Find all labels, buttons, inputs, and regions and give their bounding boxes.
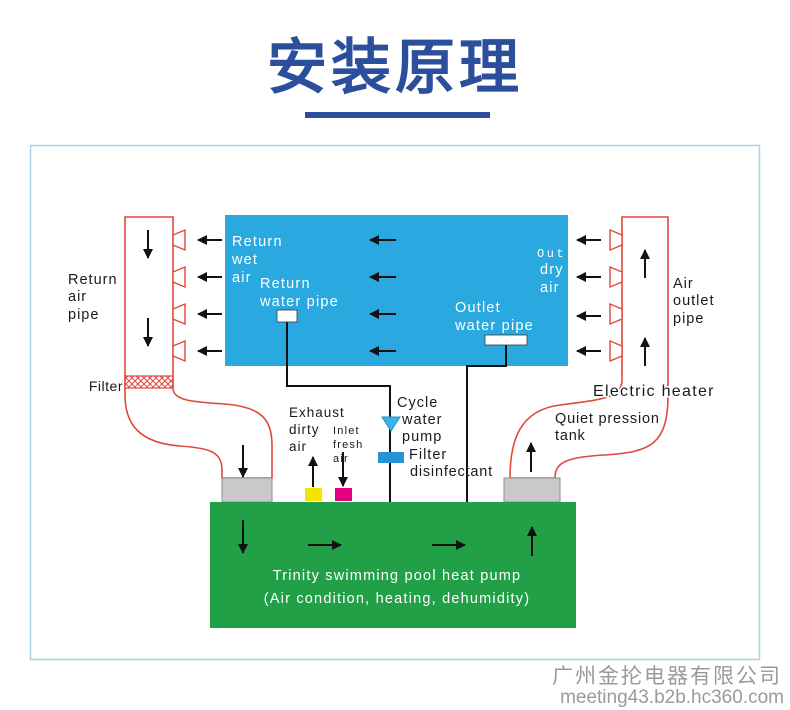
electric-heater-label: Electric heater xyxy=(593,383,715,400)
return-water-pipe-label: Return xyxy=(260,276,311,292)
air-outlet-pipe-label: Air xyxy=(673,276,694,292)
heat-pump-name: Trinity swimming pool heat pump xyxy=(273,568,522,584)
title-underline xyxy=(305,112,490,118)
outlet-vent xyxy=(609,228,623,252)
outlet-water-pipe-port xyxy=(484,334,528,346)
outlet-vent xyxy=(609,302,623,326)
inlet-air-port xyxy=(335,488,352,501)
exhaust-dirty-air-label: dirty xyxy=(289,422,320,437)
outlet-water-pipe-line xyxy=(466,345,507,502)
heat-pump-functions: (Air condition, heating, dehumidity) xyxy=(264,591,530,607)
cycle-water-pump xyxy=(381,416,401,432)
diagram-frame xyxy=(29,144,761,661)
cycle-water-pump-label: Cycle xyxy=(397,395,438,411)
inlet-fresh-air-label: air xyxy=(333,453,349,465)
flow-arrows xyxy=(143,230,650,556)
return-vent xyxy=(172,302,186,326)
filter-disinfectant-unit xyxy=(378,452,404,463)
return-water-pipe-label: water pipe xyxy=(259,294,339,310)
exhaust-dirty-air-label: Exhaust xyxy=(289,405,345,420)
return-air-pipe-label: air xyxy=(68,289,87,305)
air-outlet-pipe-label: outlet xyxy=(673,293,714,309)
exhaust-air-port xyxy=(305,488,322,501)
return-vent xyxy=(172,339,186,363)
outlet-vent xyxy=(609,339,623,363)
return-wet-air-label: air xyxy=(232,270,252,286)
return-vent xyxy=(172,265,186,289)
outlet-vent xyxy=(609,265,623,289)
inlet-fresh-air-label: Inlet xyxy=(333,425,360,437)
cycle-water-pump-label: pump xyxy=(402,429,442,445)
out-dry-air-label: dry xyxy=(540,262,564,278)
out-dry-air-label: air xyxy=(540,280,560,296)
inlet-fresh-air-label: fresh xyxy=(333,439,363,451)
filter-disinfectant-label: Filter xyxy=(409,447,447,463)
return-vent xyxy=(172,228,186,252)
outlet-water-pipe-label: Outlet xyxy=(455,300,501,316)
air-outlet-pipe-label: pipe xyxy=(673,311,704,327)
return-water-pipe-port xyxy=(276,309,298,323)
quiet-pression-tank-label: Quiet pression xyxy=(555,411,660,427)
watermark-company: 广州金抡电器有限公司 xyxy=(552,664,782,688)
exhaust-dirty-air-label: air xyxy=(289,439,307,454)
page-title: 安装原理 xyxy=(267,33,523,103)
outlet-air-connector xyxy=(503,477,561,503)
return-wet-air-label: Return xyxy=(232,234,283,250)
air-filter xyxy=(124,375,174,389)
return-air-pipe xyxy=(124,216,273,479)
return-air-connector xyxy=(221,477,273,503)
return-air-pipe-label: pipe xyxy=(68,307,99,323)
filter-label: Filter xyxy=(89,378,123,394)
out-dry-air-label: Out xyxy=(537,247,566,261)
return-air-pipe-label: Return xyxy=(68,272,118,288)
quiet-pression-tank-label: tank xyxy=(555,428,586,444)
watermark-url: meeting43.b2b.hc360.com xyxy=(560,687,784,708)
cycle-water-pump-label: water xyxy=(401,412,442,428)
heat-pump-unit xyxy=(210,502,576,628)
filter-disinfectant-label: disinfectant xyxy=(410,464,493,480)
outlet-water-pipe-label: water pipe xyxy=(454,318,534,334)
return-water-pipe-line xyxy=(286,322,391,502)
return-wet-air-label: wet xyxy=(231,252,258,268)
